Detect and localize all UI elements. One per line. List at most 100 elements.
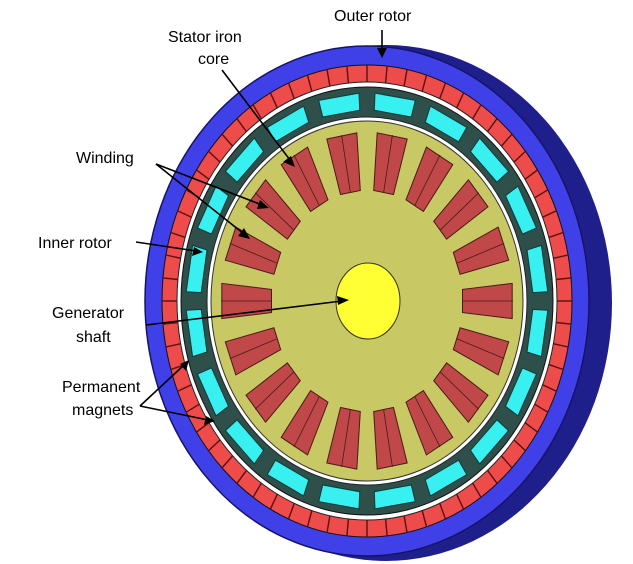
winding-divider xyxy=(457,243,505,264)
outer-magnet-divider xyxy=(439,82,447,99)
outer-magnet-divider xyxy=(236,469,248,484)
inner-magnet xyxy=(318,92,361,118)
winding-divider xyxy=(440,192,480,231)
inner-magnet xyxy=(266,459,310,497)
inner-magnet xyxy=(504,367,538,417)
outer-magnet-divider xyxy=(346,518,350,536)
winding-coil xyxy=(373,406,408,470)
outer-magnet-divider xyxy=(221,455,234,469)
outer-magnet-divider xyxy=(236,118,248,133)
outer-magnet-divider xyxy=(471,482,482,498)
leader-inner-rotor xyxy=(135,241,197,252)
outer-magnet-divider xyxy=(500,455,513,469)
inner-magnet xyxy=(526,244,549,294)
windings xyxy=(221,132,513,470)
leader-stator-core xyxy=(221,69,291,161)
outer-magnet-divider xyxy=(221,133,234,147)
inner-magnet xyxy=(469,137,510,183)
leader-winding-2 xyxy=(155,163,245,235)
outer-magnet-divider xyxy=(548,231,564,239)
arrowhead-shaft xyxy=(337,296,349,305)
outer-magnet-divider xyxy=(556,277,572,281)
outer-magnet-divider xyxy=(208,439,221,452)
winding-divider xyxy=(229,338,277,359)
outer-magnet-divider xyxy=(421,510,428,527)
outer-magnet-divider xyxy=(542,384,557,392)
winding-divider xyxy=(457,338,505,359)
winding-coil xyxy=(405,389,454,456)
inner-magnet xyxy=(504,185,538,235)
label-outer-rotor: Outer rotor xyxy=(334,8,412,25)
winding-coil xyxy=(224,226,282,275)
winding-coil xyxy=(405,146,454,213)
outer-magnet-dividers xyxy=(162,65,572,537)
winding-coil xyxy=(224,327,282,376)
leader-magnets-2 xyxy=(139,405,209,421)
winding-coil xyxy=(280,389,329,456)
winding-coil xyxy=(452,226,510,275)
arrowhead-inner-rotor xyxy=(192,247,203,256)
label-stator-iron-core-line1: Stator iron xyxy=(168,29,242,46)
outer-magnet-divider xyxy=(513,150,526,163)
winding-coil xyxy=(326,406,361,470)
label-generator-shaft-line2: shaft xyxy=(76,329,111,346)
winding-divider xyxy=(254,192,294,231)
outer-magnet-divider xyxy=(455,92,465,109)
leader-shaft xyxy=(145,300,343,326)
outer-magnet-divider xyxy=(252,482,263,498)
winding-divider xyxy=(414,396,441,448)
outer-magnet-divider xyxy=(162,321,178,325)
arrowhead-stator-core xyxy=(283,156,295,167)
label-winding: Winding xyxy=(76,150,134,167)
outer-magnet-divider xyxy=(306,510,313,527)
inner-magnet xyxy=(424,459,468,497)
outer-magnet-divider xyxy=(439,503,447,520)
outer-magnet-divider xyxy=(486,469,498,484)
arrowhead-winding-2 xyxy=(238,228,250,239)
outer-magnet-divider xyxy=(185,403,200,413)
outer-magnet-divider xyxy=(534,189,549,199)
winding-coil xyxy=(245,362,301,424)
inner-magnet xyxy=(469,419,510,465)
outer-magnet-divider xyxy=(500,133,513,147)
label-stator-iron-core-line2: core xyxy=(198,51,229,68)
winding-divider xyxy=(254,371,294,410)
label-permanent-magnets-line2: magnets xyxy=(72,402,133,419)
outer-magnet-divider xyxy=(524,169,538,180)
outer-magnet-divider xyxy=(326,515,331,533)
outer-magnet-divider xyxy=(196,169,210,180)
inner-magnet xyxy=(373,92,416,118)
label-inner-rotor: Inner rotor xyxy=(38,235,112,252)
winding-divider xyxy=(383,410,393,467)
winding-coil xyxy=(245,178,301,240)
winding-divider xyxy=(383,135,393,192)
outer-magnet-divider xyxy=(165,343,181,348)
arrowhead-magnets-2 xyxy=(204,416,215,425)
inner-magnet xyxy=(373,484,416,510)
outer-magnet-divider xyxy=(542,210,557,218)
inner-magnet xyxy=(185,244,208,294)
winding-coil xyxy=(433,178,489,240)
inner-magnet xyxy=(318,484,361,510)
outer-magnet-divider xyxy=(287,82,295,99)
outer-magnet-divider xyxy=(269,92,279,109)
outer-magnet-divider xyxy=(346,66,350,84)
outer-magnet-divider xyxy=(553,254,569,259)
outer-magnet-divider xyxy=(196,422,210,433)
label-generator-shaft-line1: Generator xyxy=(52,305,125,322)
outer-magnet-divider xyxy=(306,75,313,92)
outer-magnet-divider xyxy=(177,384,192,392)
outer-magnet-divider xyxy=(384,66,388,84)
outer-magnet-divider xyxy=(403,515,408,533)
winding-coil xyxy=(373,132,408,196)
arrowhead-magnets-1 xyxy=(180,360,189,371)
outer-magnet-divider xyxy=(534,403,549,413)
outer-magnet-divider xyxy=(170,231,186,239)
leader-magnets-1 xyxy=(139,364,185,407)
arrowhead-outer-rotor xyxy=(377,48,387,58)
outer-magnet-divider xyxy=(162,277,178,281)
winding-divider xyxy=(341,410,351,467)
winding-coil xyxy=(433,362,489,424)
inner-magnet xyxy=(196,367,230,417)
